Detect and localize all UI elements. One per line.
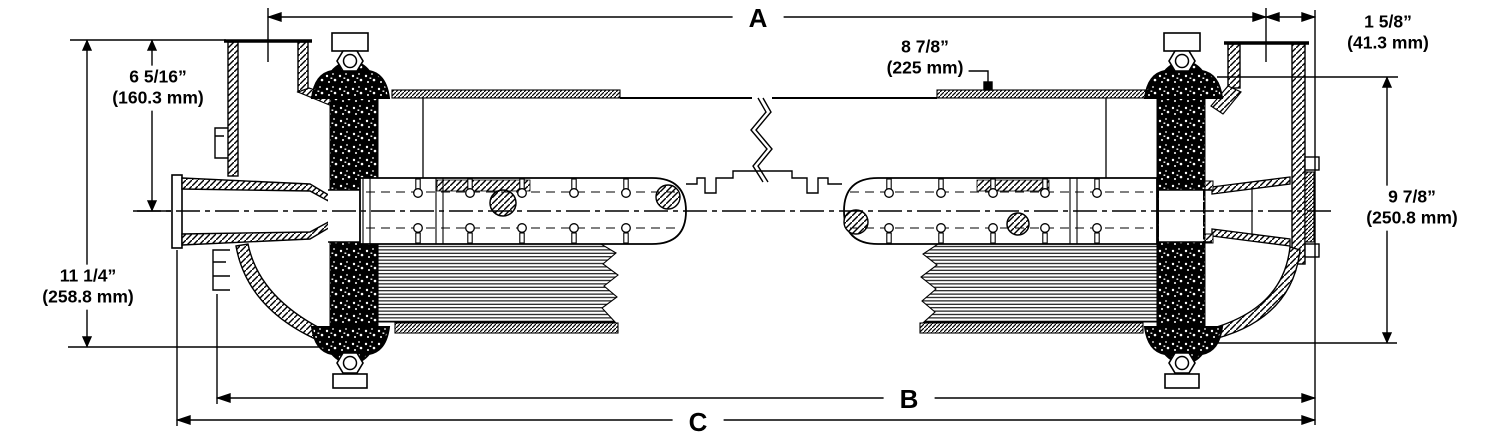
dim-left-overall-height-mm: (258.8 mm) <box>42 287 134 307</box>
tube-boss-left <box>489 189 517 217</box>
dim-top-jacket-offset-label: 8 7/8” (225 mm) <box>881 35 969 81</box>
dim-right-inner-height-inches: 9 7/8” <box>1388 186 1436 207</box>
dim-span-a-label: A <box>732 5 784 31</box>
break-line <box>750 97 773 183</box>
dim-span-b-label: B <box>883 386 935 412</box>
tube-boss-right <box>1006 212 1030 236</box>
dim-span-c-label: C <box>672 409 724 435</box>
dim-right-inner-height-label: 9 7/8” (250.8 mm) <box>1361 185 1463 231</box>
dim-top-jacket-offset-inches: 8 7/8” <box>901 36 949 57</box>
tube-end-boss-left <box>655 184 681 210</box>
dim-right-end-offset-label: 1 5/8” (41.3 mm) <box>1342 10 1434 56</box>
insulation-band-right <box>936 89 1158 99</box>
dim-top-jacket-offset-mm: (225 mm) <box>886 58 964 78</box>
dim-left-inner-height-mm: (160.3 mm) <box>112 88 204 108</box>
end-flange-tab-top <box>1304 156 1320 171</box>
dim-left-overall-height-inches: 11 1/4” <box>59 265 117 286</box>
end-flange-tab-bottom <box>1304 243 1320 258</box>
right-flange-assembly <box>1144 32 1223 389</box>
dim-left-overall-height-label: 11 1/4” (258.8 mm) <box>37 264 139 310</box>
left-vertical-pipe <box>224 39 337 177</box>
insulation-band-left <box>391 89 621 99</box>
center-tube-section <box>686 170 842 194</box>
tube-end-boss-right <box>843 209 869 235</box>
dim-left-inner-height-label: 6 5/16” (160.3 mm) <box>107 65 209 111</box>
right-outlet-cone <box>1204 176 1291 247</box>
fin-bundle-left <box>377 243 619 323</box>
right-end-plate <box>1291 43 1320 265</box>
dim-right-end-offset-inches: 1 5/8” <box>1364 11 1412 32</box>
dim-left-inner-height-inches: 6 5/16” <box>129 66 187 87</box>
fin-bundle-right <box>920 243 1158 323</box>
tube-passage-left <box>328 190 360 242</box>
tube-passage-right <box>1159 190 1203 242</box>
end-flange-grooves <box>1304 171 1315 243</box>
dimension-lines <box>68 8 1398 426</box>
dim-right-end-offset-mm: (41.3 mm) <box>1347 33 1429 53</box>
dim-right-inner-height-mm: (250.8 mm) <box>1366 208 1458 228</box>
